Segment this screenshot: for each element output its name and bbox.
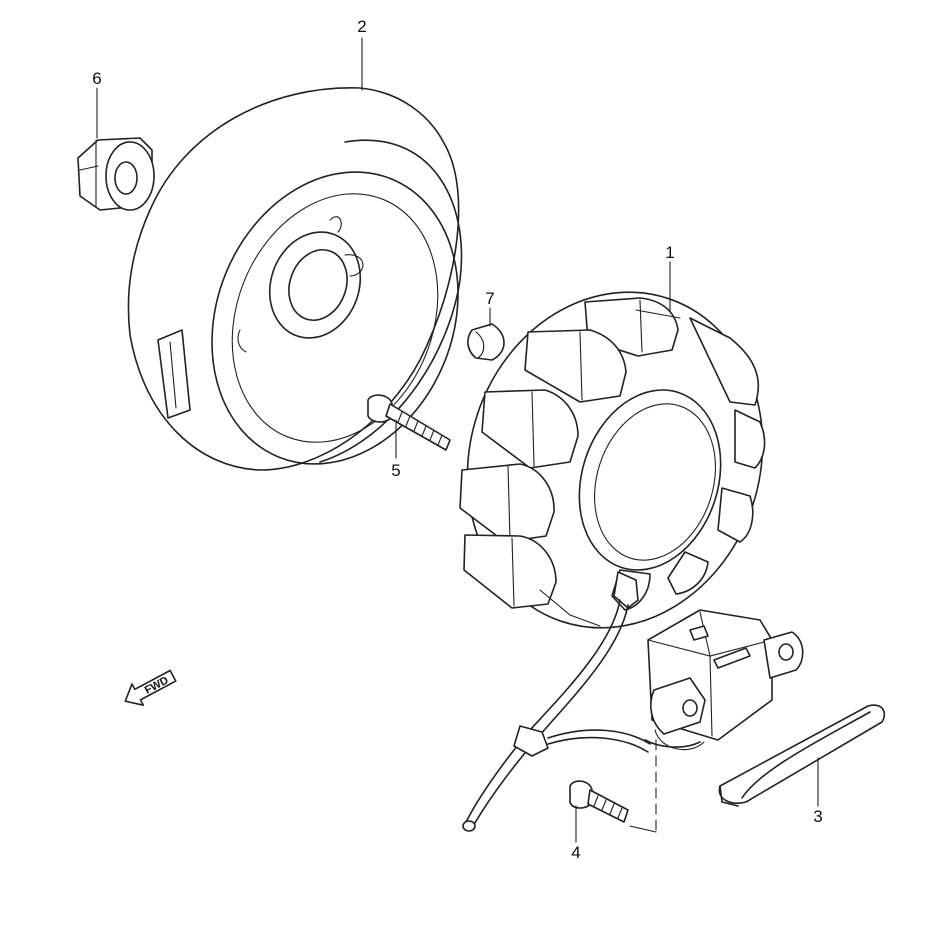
callout-3: 3 [813,807,822,826]
callout-2: 2 [357,17,366,36]
stator-coil-1[interactable] [425,254,806,667]
callout-4: 4 [571,843,580,862]
callout-5: 5 [391,461,400,480]
wire-harness[interactable] [462,599,701,832]
bolt-4[interactable] [569,780,629,823]
callout-7: 7 [485,289,494,308]
fwd-arrow-icon: FWD [124,669,177,706]
callout-6: 6 [92,69,101,88]
pickup-coil[interactable] [629,609,804,833]
nut-6[interactable] [77,137,155,211]
fwd-label: FWD [143,674,171,696]
callout-1: 1 [665,243,674,262]
wire-clamp-3[interactable] [718,704,886,807]
flywheel-rotor-2[interactable] [127,87,500,501]
woodruff-key-7[interactable] [467,323,505,361]
bolt-5[interactable] [367,394,451,451]
